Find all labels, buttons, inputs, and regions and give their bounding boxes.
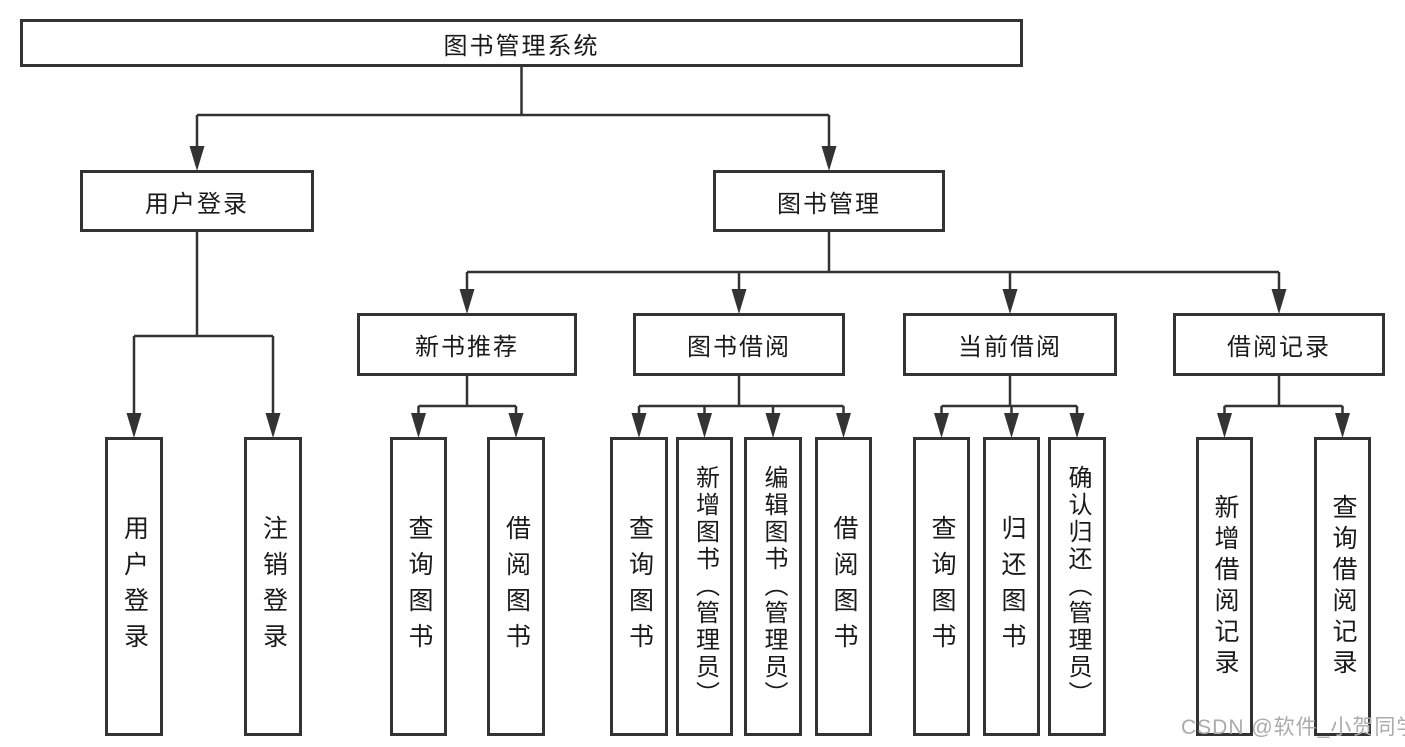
node-leaf-user-login: 用户登录	[105, 437, 163, 736]
node-label: 查询图书	[928, 514, 956, 659]
node-user-login: 用户登录	[80, 170, 314, 232]
connector-book-borrow	[631, 376, 851, 438]
node-leaf-borrow-books-2: 借阅图书	[815, 437, 872, 736]
arrowhead-icon	[1217, 413, 1232, 438]
node-label: 图书管理系统	[443, 32, 600, 60]
node-new-books: 新书推荐	[357, 313, 577, 376]
node-book-mgmt: 图书管理	[713, 170, 945, 232]
arrowhead-icon	[189, 146, 205, 171]
node-leaf-edit-books: 编辑图书（管理员）	[744, 437, 802, 736]
node-label: 查询图书	[405, 514, 433, 659]
node-label: 新增图书（管理员）	[691, 465, 719, 708]
connector-current-borrow	[934, 376, 1085, 438]
connector-root	[189, 67, 837, 171]
node-label: 图书管理	[777, 190, 881, 218]
arrowhead-icon	[1002, 289, 1018, 314]
node-leaf-query-books-1: 查询图书	[390, 437, 447, 736]
node-root: 图书管理系统	[20, 19, 1023, 67]
node-leaf-add-books: 新增图书（管理员）	[676, 437, 733, 736]
arrowhead-icon	[1069, 413, 1085, 438]
node-current-borrow: 当前借阅	[903, 313, 1117, 376]
node-label: 图书借阅	[687, 334, 791, 361]
node-label: 新书推荐	[415, 334, 519, 361]
arrowhead-icon	[508, 413, 524, 438]
node-label: 查询图书	[625, 514, 654, 659]
node-label: 查询借阅记录	[1329, 493, 1357, 680]
arrowhead-icon	[697, 413, 712, 438]
arrowhead-icon	[459, 289, 475, 314]
arrowhead-icon	[731, 289, 747, 314]
arrowhead-icon	[934, 413, 949, 438]
node-borrow-records: 借阅记录	[1173, 313, 1385, 376]
arrowhead-icon	[1335, 413, 1350, 438]
arrowhead-icon	[126, 413, 142, 438]
node-leaf-query-record: 查询借阅记录	[1314, 437, 1371, 736]
arrowhead-icon	[265, 413, 281, 438]
node-label: 新增借阅记录	[1211, 493, 1239, 680]
node-leaf-logout: 注销登录	[244, 437, 302, 736]
node-leaf-query-books-2: 查询图书	[610, 437, 668, 736]
connector-borrow-records	[1217, 376, 1350, 438]
node-leaf-confirm-return: 确认归还（管理员）	[1048, 437, 1106, 736]
node-label: 确认归还（管理员）	[1064, 465, 1091, 708]
node-leaf-add-record: 新增借阅记录	[1196, 437, 1253, 736]
node-label: 借阅图书	[830, 514, 858, 659]
arrowhead-icon	[765, 413, 781, 438]
arrowhead-icon	[1271, 289, 1287, 314]
arrowhead-icon	[821, 146, 837, 171]
node-label: 归还图书	[998, 514, 1026, 659]
node-book-borrow: 图书借阅	[633, 313, 845, 376]
node-label: 借阅图书	[502, 514, 531, 659]
node-label: 编辑图书（管理员）	[760, 465, 787, 708]
arrowhead-icon	[836, 413, 851, 438]
node-label: 借阅记录	[1227, 334, 1331, 361]
node-label: 注销登录	[259, 514, 288, 659]
node-label: 当前借阅	[958, 334, 1062, 361]
node-label: 用户登录	[145, 190, 249, 218]
node-label: 用户登录	[120, 514, 149, 659]
node-leaf-return-books: 归还图书	[983, 437, 1040, 736]
watermark: CSDN @软件_小贺同学	[1181, 716, 1405, 739]
connector-book-mgmt	[459, 232, 1287, 314]
connector-new-books	[411, 376, 524, 438]
node-leaf-query-books-3: 查询图书	[913, 437, 970, 736]
connector-user-login	[126, 232, 281, 438]
node-leaf-borrow-books-1: 借阅图书	[487, 437, 545, 736]
arrowhead-icon	[411, 413, 426, 438]
arrowhead-icon	[1004, 413, 1019, 438]
arrowhead-icon	[631, 413, 647, 438]
